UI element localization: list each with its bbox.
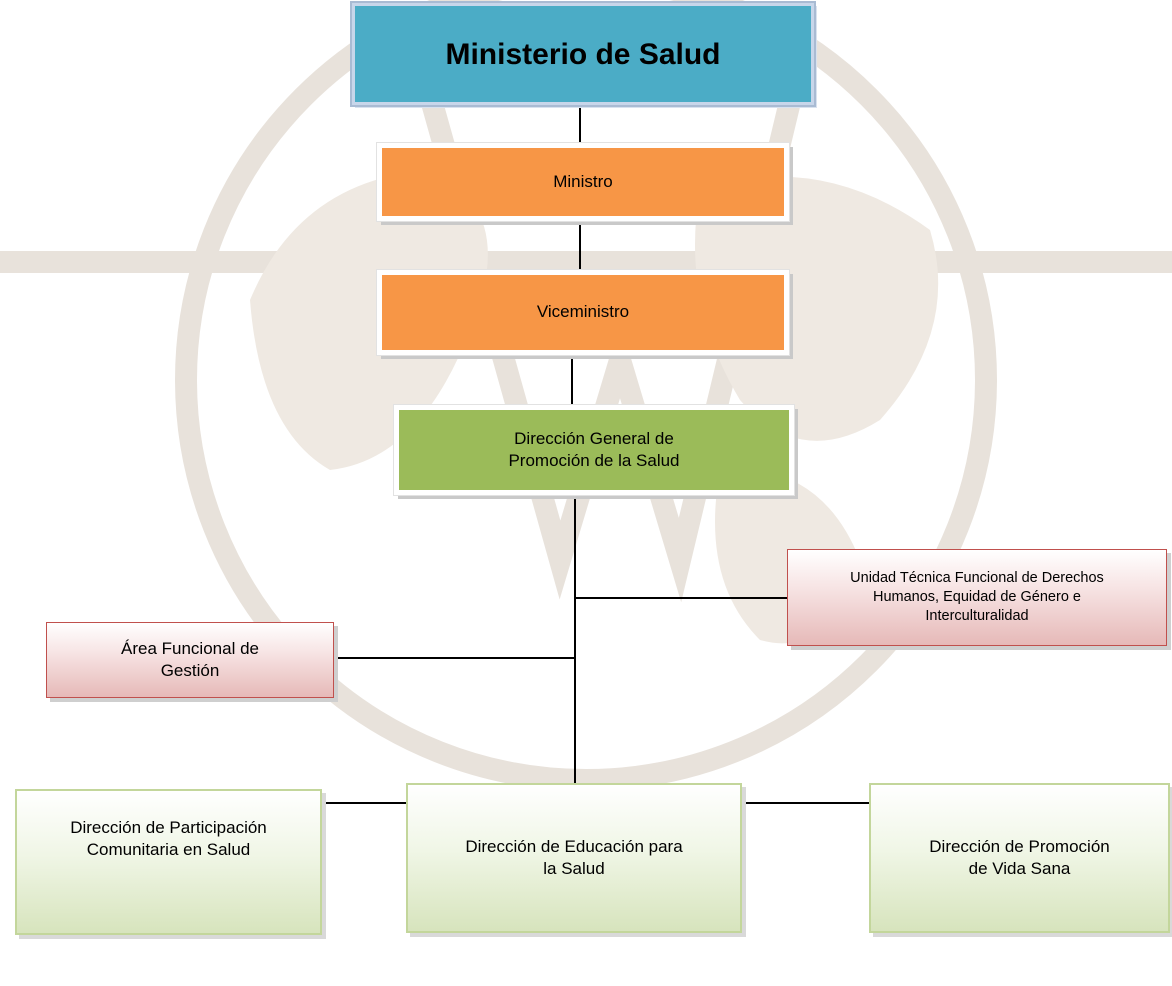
ministro-label: Ministro: [553, 171, 613, 191]
ministro-box: Ministro: [377, 143, 789, 221]
ministerio-de-salud-box: Ministerio de Salud: [350, 1, 816, 107]
direccion-general-label-line-2: Promoción de la Salud: [508, 451, 680, 470]
viceministro-box: Viceministro: [377, 270, 789, 355]
direccion-vida-sana-label-line-2: de Vida Sana: [968, 859, 1071, 878]
area-funcional-box: Área Funcional de Gestión: [46, 622, 334, 698]
area-funcional-label-line-1: Área Funcional de: [121, 638, 259, 658]
unidad-tecnica-label-line-2: Humanos, Equidad de Género e: [873, 589, 1081, 606]
direccion-participacion-label-line-2: Comunitaria en Salud: [86, 840, 251, 860]
direccion-educacion-label-line-1: Dirección de Educación para: [465, 836, 683, 856]
unidad-tecnica-box: Unidad Técnica Funcional de Derechos Hum…: [787, 549, 1167, 646]
direccion-general-label-line-1: Dirección General de: [514, 428, 674, 448]
area-funcional-label-line-2: Gestión: [160, 661, 220, 680]
direccion-educacion-label-line-2: la Salud: [543, 859, 605, 878]
viceministro-label: Viceministro: [536, 302, 630, 322]
direccion-educacion-box: Dirección de Educación para la Salud: [406, 783, 742, 933]
direccion-vida-sana-label-line-1: Dirección de Promoción: [929, 836, 1110, 856]
unidad-tecnica-label-line-1: Unidad Técnica Funcional de Derechos: [850, 570, 1104, 587]
direccion-participacion-box: Dirección de Participación Comunitaria e…: [15, 789, 322, 935]
unidad-tecnica-label-line-3: Interculturalidad: [925, 607, 1029, 624]
ministerio-de-salud-label: Ministerio de Salud: [445, 37, 721, 71]
direccion-participacion-label-line-1: Dirección de Participación: [70, 818, 267, 837]
direccion-general-box: Dirección General de Promoción de la Sal…: [394, 405, 794, 495]
direccion-vida-sana-box: Dirección de Promoción de Vida Sana: [869, 783, 1170, 933]
